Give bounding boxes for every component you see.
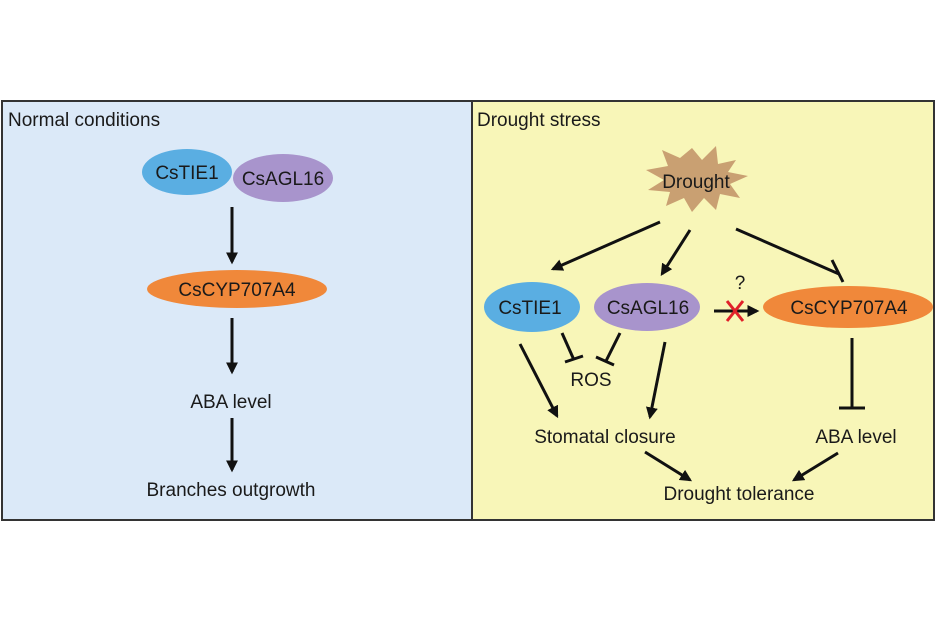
left-panel-background — [1, 100, 473, 521]
right-panel-title: Drought stress — [477, 110, 601, 131]
right-csagl16-label: CsAGL16 — [607, 298, 689, 319]
drought-star-shape — [646, 146, 748, 212]
inhibit-cstie1-to-ros-bar — [564, 354, 584, 364]
drought-label: Drought — [662, 172, 730, 193]
blocked-cross-icon — [725, 300, 745, 322]
right-panel-drought-stress: Drought stress Drought CsAGL16 CsTIE1 Cs… — [471, 100, 935, 521]
arrow-stomatal-to-tolerance — [644, 450, 693, 482]
right-cscyp707a4-node — [763, 286, 933, 328]
arrow-csagl16-to-stomatal-closure — [645, 341, 667, 420]
inhibit-cstie1-to-ros — [560, 332, 576, 361]
inhibit-csagl16-to-ros — [604, 332, 622, 362]
left-branches-outgrowth-label: Branches outgrowth — [147, 480, 316, 501]
left-cstie1-label: CsTIE1 — [155, 163, 218, 184]
right-cstie1-node — [484, 282, 580, 332]
arrow-aba-to-tolerance — [791, 451, 839, 482]
inhibit-csagl16-to-ros-bar — [595, 355, 615, 367]
left-aba-level-label: ABA level — [190, 392, 271, 413]
left-panel-normal-conditions: Normal conditions CsAGL16 CsTIE1 CsCYP70… — [1, 100, 473, 521]
stomatal-closure-label: Stomatal closure — [534, 427, 676, 448]
right-cstie1-label: CsTIE1 — [498, 298, 561, 319]
inhibit-drought-to-cscyp-bar — [830, 259, 845, 283]
ros-label: ROS — [570, 370, 611, 391]
left-panel-title: Normal conditions — [8, 110, 160, 131]
left-cscyp707a4-node — [147, 270, 327, 308]
drought-tolerance-label: Drought tolerance — [663, 484, 814, 505]
right-cscyp707a4-label: CsCYP707A4 — [790, 298, 908, 319]
left-csagl16-node — [233, 154, 333, 202]
left-cstie1-node — [142, 149, 232, 195]
right-aba-level-label: ABA level — [815, 427, 896, 448]
left-csagl16-label: CsAGL16 — [242, 169, 324, 190]
left-cscyp707a4-label: CsCYP707A4 — [178, 280, 296, 301]
arrow-drought-to-csagl16 — [660, 229, 692, 277]
arrow-drought-to-cstie1 — [550, 220, 661, 271]
right-csagl16-node — [594, 283, 700, 331]
arrow-cstie1-to-stomatal-closure — [518, 343, 559, 419]
unknown-link-question-mark: ? — [735, 273, 746, 294]
inhibit-drought-to-cscyp — [735, 227, 840, 276]
